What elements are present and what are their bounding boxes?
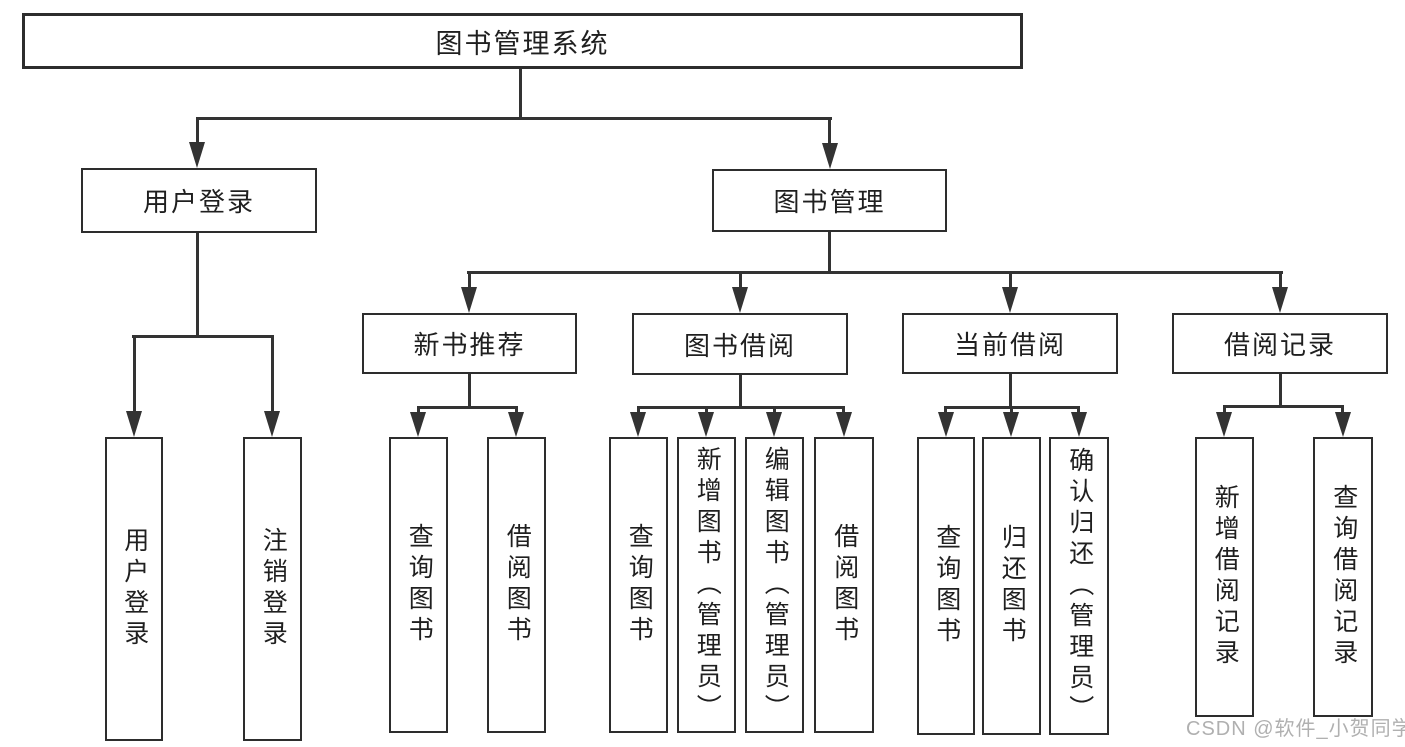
connector-line: [1077, 406, 1080, 414]
leaf-logout-label: 注销登录: [259, 527, 288, 651]
leaf-borrow-edit-books-admin-label: 编辑图书（管理员）: [761, 445, 790, 725]
connector-line: [637, 406, 640, 414]
connector-line: [1009, 374, 1012, 409]
arrow-down-icon: [938, 412, 954, 437]
arrow-down-icon: [822, 143, 838, 169]
connector-line: [1010, 406, 1013, 414]
connector-line: [1279, 271, 1282, 288]
arrow-down-icon: [732, 287, 748, 313]
connector-line: [196, 117, 199, 145]
leaf-current-return-books: 归还图书: [982, 437, 1041, 735]
arrow-down-icon: [1335, 412, 1351, 437]
leaf-recommend-query-books-label: 查询图书: [405, 523, 434, 647]
arrow-down-icon: [1002, 287, 1018, 313]
leaf-borrow-borrow-books: 借阅图书: [814, 437, 874, 733]
leaf-current-return-books-label: 归还图书: [998, 524, 1027, 648]
connector-line: [1341, 405, 1344, 413]
connector-line: [196, 233, 199, 336]
connector-line: [515, 406, 518, 414]
connector-line: [739, 375, 742, 409]
connector-line: [1223, 405, 1344, 408]
node-book-management-branch-label: 图书管理: [773, 187, 886, 217]
node-borrow-records: 借阅记录: [1172, 313, 1388, 374]
connector-line: [637, 406, 845, 409]
leaf-borrow-add-books-admin-label: 新增图书（管理员）: [693, 445, 722, 725]
arrow-down-icon: [1071, 412, 1087, 437]
connector-line: [467, 271, 1283, 274]
node-new-book-recommend-label: 新书推荐: [413, 330, 526, 360]
node-book-borrow-label: 图书借阅: [683, 330, 796, 361]
connector-line: [519, 69, 522, 120]
leaf-records-add-record-label: 新增借阅记录: [1211, 484, 1240, 670]
connector-line: [417, 406, 518, 409]
leaf-user-login-label: 用户登录: [120, 527, 149, 651]
arrow-down-icon: [461, 287, 477, 313]
leaf-records-query-record-label: 查询借阅记录: [1329, 484, 1358, 670]
leaf-borrow-add-books-admin: 新增图书（管理员）: [677, 437, 736, 733]
leaf-recommend-query-books: 查询图书: [389, 437, 448, 733]
connector-line: [417, 406, 420, 414]
csdn-watermark: CSDN @软件_小贺同学: [1186, 718, 1405, 740]
connector-line: [828, 232, 831, 274]
leaf-borrow-query-books: 查询图书: [609, 437, 668, 733]
leaf-borrow-borrow-books-label: 借阅图书: [830, 523, 859, 647]
arrow-down-icon: [410, 412, 426, 437]
node-borrow-records-label: 借阅记录: [1223, 330, 1336, 360]
node-current-borrow-label: 当前借阅: [953, 330, 1066, 360]
node-current-borrow: 当前借阅: [902, 313, 1118, 374]
leaf-recommend-borrow-books: 借阅图书: [487, 437, 546, 733]
connector-line: [1279, 374, 1282, 408]
connector-line: [773, 406, 776, 414]
leaf-records-add-record: 新增借阅记录: [1195, 437, 1254, 717]
node-user-login-branch: 用户登录: [81, 168, 317, 233]
leaf-borrow-edit-books-admin: 编辑图书（管理员）: [745, 437, 804, 733]
node-root: 图书管理系统: [22, 13, 1023, 69]
leaf-current-confirm-return-admin: 确认归还（管理员）: [1049, 437, 1109, 735]
leaf-user-login: 用户登录: [105, 437, 163, 741]
leaf-current-query-books-label: 查询图书: [932, 524, 961, 648]
arrow-down-icon: [698, 412, 714, 437]
leaf-records-query-record: 查询借阅记录: [1313, 437, 1373, 717]
arrow-down-icon: [264, 411, 280, 437]
arrow-down-icon: [766, 412, 782, 437]
connector-line: [705, 406, 708, 414]
arrow-down-icon: [1272, 287, 1288, 313]
connector-line: [842, 406, 845, 414]
arrow-down-icon: [189, 142, 205, 168]
connector-line: [132, 335, 274, 338]
arrow-down-icon: [1003, 412, 1019, 437]
connector-line: [271, 335, 274, 413]
arrow-down-icon: [1216, 412, 1232, 437]
leaf-logout: 注销登录: [243, 437, 302, 741]
leaf-current-query-books: 查询图书: [917, 437, 975, 735]
arrow-down-icon: [630, 412, 646, 437]
connector-line: [468, 374, 471, 409]
arrow-down-icon: [836, 412, 852, 437]
connector-line: [468, 271, 471, 288]
node-book-borrow: 图书借阅: [632, 313, 848, 375]
node-root-label: 图书管理系统: [435, 28, 610, 59]
connector-line: [828, 117, 831, 145]
arrow-down-icon: [508, 412, 524, 437]
node-new-book-recommend: 新书推荐: [362, 313, 577, 374]
connector-line: [739, 271, 742, 288]
leaf-current-confirm-return-admin-label: 确认归还（管理员）: [1065, 446, 1094, 726]
connector-line: [133, 335, 136, 413]
connector-line: [196, 117, 832, 120]
leaf-borrow-query-books-label: 查询图书: [625, 523, 654, 647]
connector-line: [1009, 271, 1012, 288]
connector-line: [944, 406, 947, 414]
node-user-login-branch-label: 用户登录: [142, 187, 255, 217]
node-book-management-branch: 图书管理: [712, 169, 947, 232]
connector-line: [1223, 405, 1226, 413]
leaf-recommend-borrow-books-label: 借阅图书: [503, 523, 532, 647]
arrow-down-icon: [126, 411, 142, 437]
